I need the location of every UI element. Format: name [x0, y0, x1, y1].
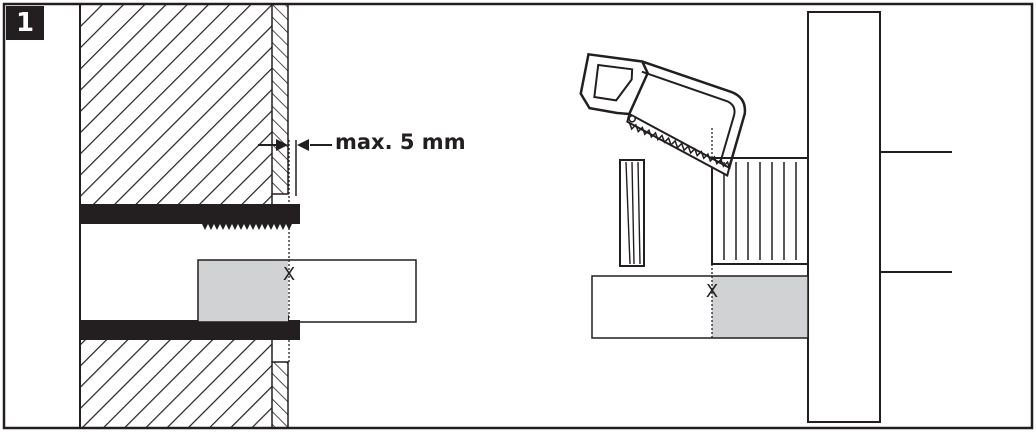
ribbed-sleeve-ribs [723, 162, 797, 260]
dimension-arrow-right-icon [297, 139, 309, 151]
pipe-gray-section-left [198, 260, 288, 322]
cut-ring-lines [625, 161, 641, 265]
dimension-label: max. 5 mm [335, 130, 466, 154]
dimension-arrow-left-icon [276, 139, 288, 151]
pipe-right [591, 275, 809, 339]
hacksaw-icon [579, 52, 747, 177]
wall-board [807, 11, 881, 423]
pipe-left [197, 259, 417, 323]
tile-upper [271, 3, 289, 195]
cut-mark-left: X [283, 264, 295, 285]
cut-mark-right: X [706, 281, 718, 302]
step-number-badge: 1 [6, 6, 44, 40]
sleeve-wall-upper [80, 204, 300, 224]
wall-lower [80, 340, 272, 428]
tile-lower [271, 361, 289, 429]
pipe-gray-section-right [712, 276, 808, 338]
sleeve-wall-lower [80, 320, 300, 340]
wall-upper [80, 4, 272, 204]
sleeve-teeth-upper [198, 218, 292, 230]
